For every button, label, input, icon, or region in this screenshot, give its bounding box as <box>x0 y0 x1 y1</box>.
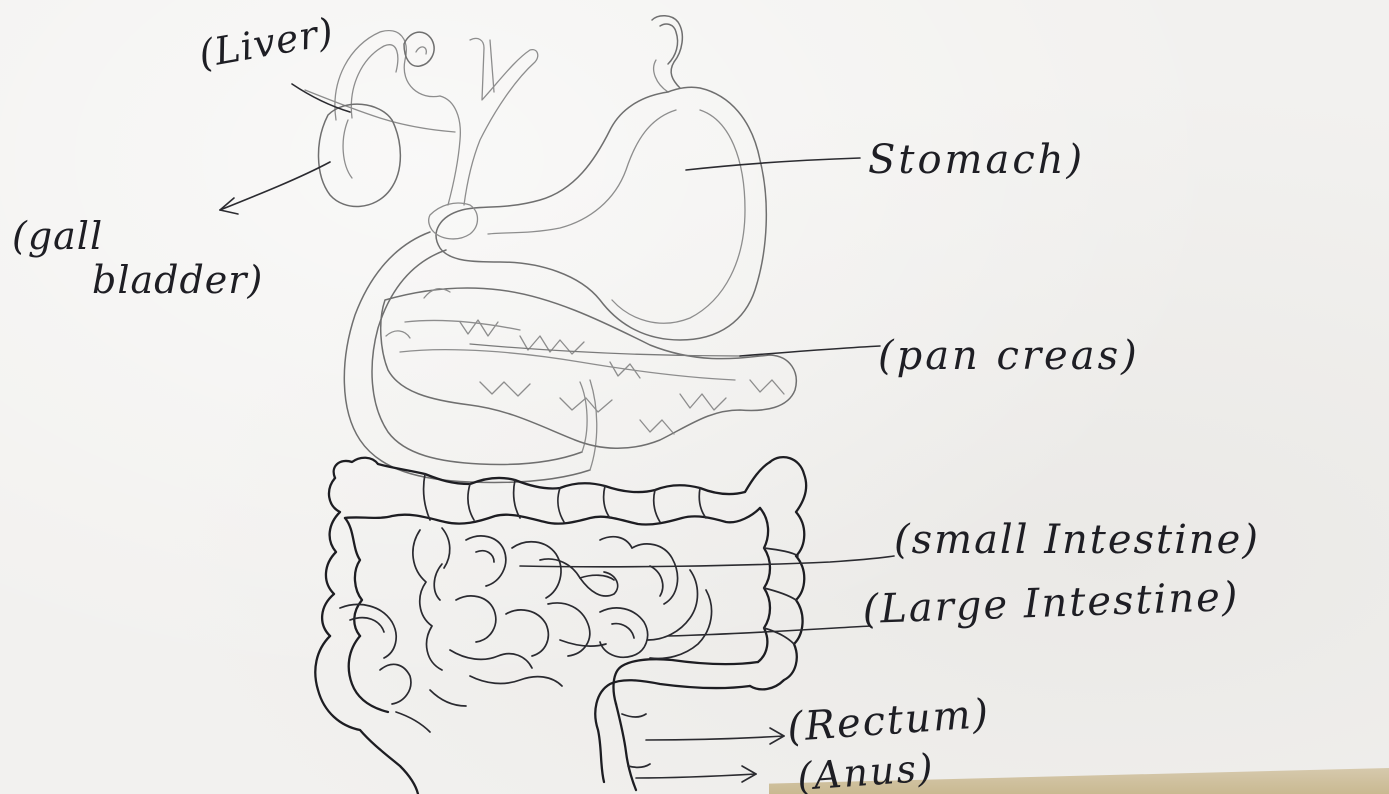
label-gall-bladder-line1: (gall <box>12 214 103 258</box>
liver-ducts <box>305 31 538 205</box>
label-stomach: Stomach) <box>868 140 1085 180</box>
small-intestine <box>413 528 712 706</box>
label-pancreas: (pan creas) <box>878 336 1140 376</box>
oesophagus <box>652 16 682 92</box>
pancreas <box>381 288 797 448</box>
large-intestine <box>315 457 806 794</box>
stomach <box>429 87 767 340</box>
label-gall-bladder-line2: bladder) <box>12 258 263 302</box>
label-small-intestine: (small Intestine) <box>894 520 1260 560</box>
label-anus: (Anus) <box>796 748 936 794</box>
label-gall-bladder: (gall bladder) <box>12 214 312 302</box>
gall-bladder <box>318 104 400 206</box>
duodenum <box>344 232 596 483</box>
